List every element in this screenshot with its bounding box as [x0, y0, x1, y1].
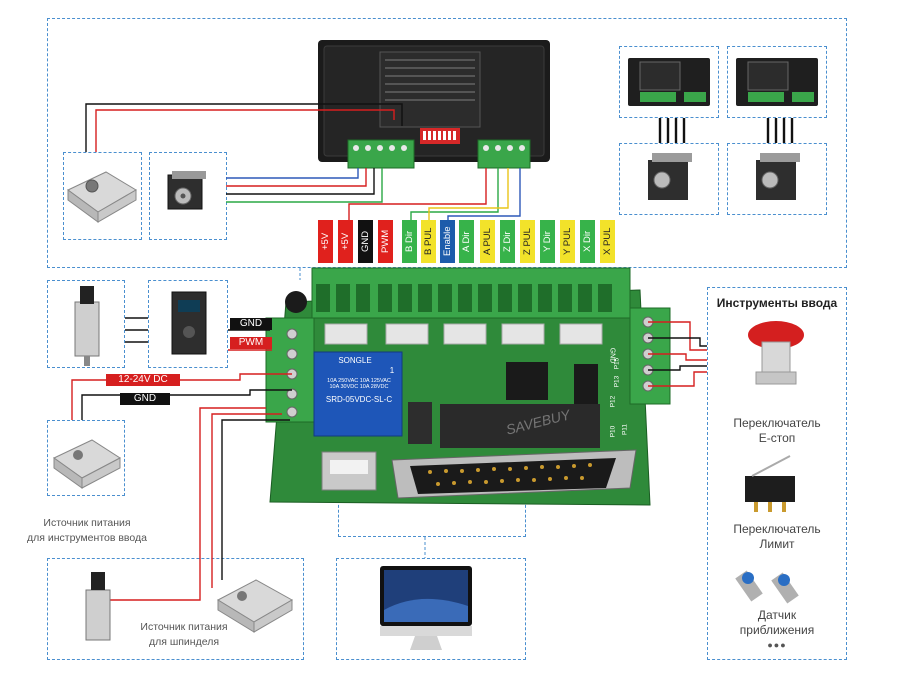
pin-label: Enable [440, 220, 455, 263]
spindle-frame [47, 280, 125, 368]
more-indicator: ●●● [767, 640, 787, 650]
gnd-supply-tag: GND [120, 393, 170, 405]
motor-mini-2 [756, 153, 800, 200]
spindle-motor [74, 286, 100, 366]
pin-label: Z PUL [520, 220, 535, 263]
limit-switch [745, 455, 795, 512]
motor-frame [149, 152, 227, 240]
pin-label: PWM [378, 220, 393, 263]
input-tools-title: Инструменты ввода [716, 296, 838, 310]
driver-mini-2-frame [727, 46, 827, 118]
spindle-psu-caption: Источник питания для шпинделя [140, 621, 228, 648]
driver-mini-2 [736, 58, 818, 106]
port-label: P12 [609, 395, 617, 408]
input-psu-caption: Источник питания для инструментов ввода [27, 517, 147, 544]
input-tools-frame [707, 287, 847, 660]
estop-switch [748, 321, 804, 385]
monitor [380, 566, 472, 650]
pin-label: B PUL [421, 220, 436, 263]
spindle-psu-group-frame [47, 558, 304, 660]
vfd-frame [148, 280, 228, 368]
pin-label: Y Dir [540, 220, 555, 263]
gnd-spindle-tag: GND [230, 318, 272, 330]
psu-stepper-frame [63, 152, 142, 240]
relay-brand: SONGLE [338, 356, 372, 365]
driver-mini-1-frame [619, 46, 719, 118]
relay-model: SRD-05VDC-SL-C [325, 395, 393, 404]
stepper-motor [167, 171, 206, 210]
limit-caption: Переключатель Лимит [733, 522, 821, 551]
pin-label: +5V [338, 220, 353, 263]
port-label: P10 [609, 425, 617, 438]
relay-rating: 10A 250VAC 10A 125VAC 10A 30VDC 10A 28VD… [327, 378, 391, 390]
proximity-sensor [735, 570, 799, 604]
psu-stepper [67, 171, 137, 223]
driver-mini-1 [628, 58, 710, 106]
motor-mini-1-frame [619, 143, 719, 215]
psu-input [53, 439, 121, 489]
relay-pin-number: 1 [389, 366, 395, 375]
pin-label: B Dir [402, 220, 417, 263]
pin-label: X PUL [600, 220, 615, 263]
pin-label: +5V [318, 220, 333, 263]
pin-label: GND [358, 220, 373, 263]
pin-label: Y PUL [560, 220, 575, 263]
estop-caption: Переключатель Е-стоп [733, 416, 821, 445]
stepper-driver [318, 40, 550, 169]
port-label: P15 [613, 357, 621, 370]
pin-label: A PUL [480, 220, 495, 263]
port-label: P11 [621, 423, 629, 436]
motor-mini-1 [648, 153, 692, 200]
supply-voltage-tag: 12-24V DC [106, 374, 180, 386]
monitor-frame [336, 558, 526, 660]
proximity-caption: Датчик приближения [739, 608, 815, 637]
psu-spindle [216, 579, 294, 633]
vfd [171, 291, 207, 355]
pin-label: A Dir [459, 220, 474, 263]
motor-mini-2-frame [727, 143, 827, 215]
breakout-board [265, 267, 671, 506]
pwm-tag: PWM [230, 337, 272, 349]
spindle-2 [85, 572, 111, 641]
input-psu-frame [47, 420, 125, 496]
pin-label: X Dir [580, 220, 595, 263]
pin-label: Z Dir [500, 220, 515, 263]
